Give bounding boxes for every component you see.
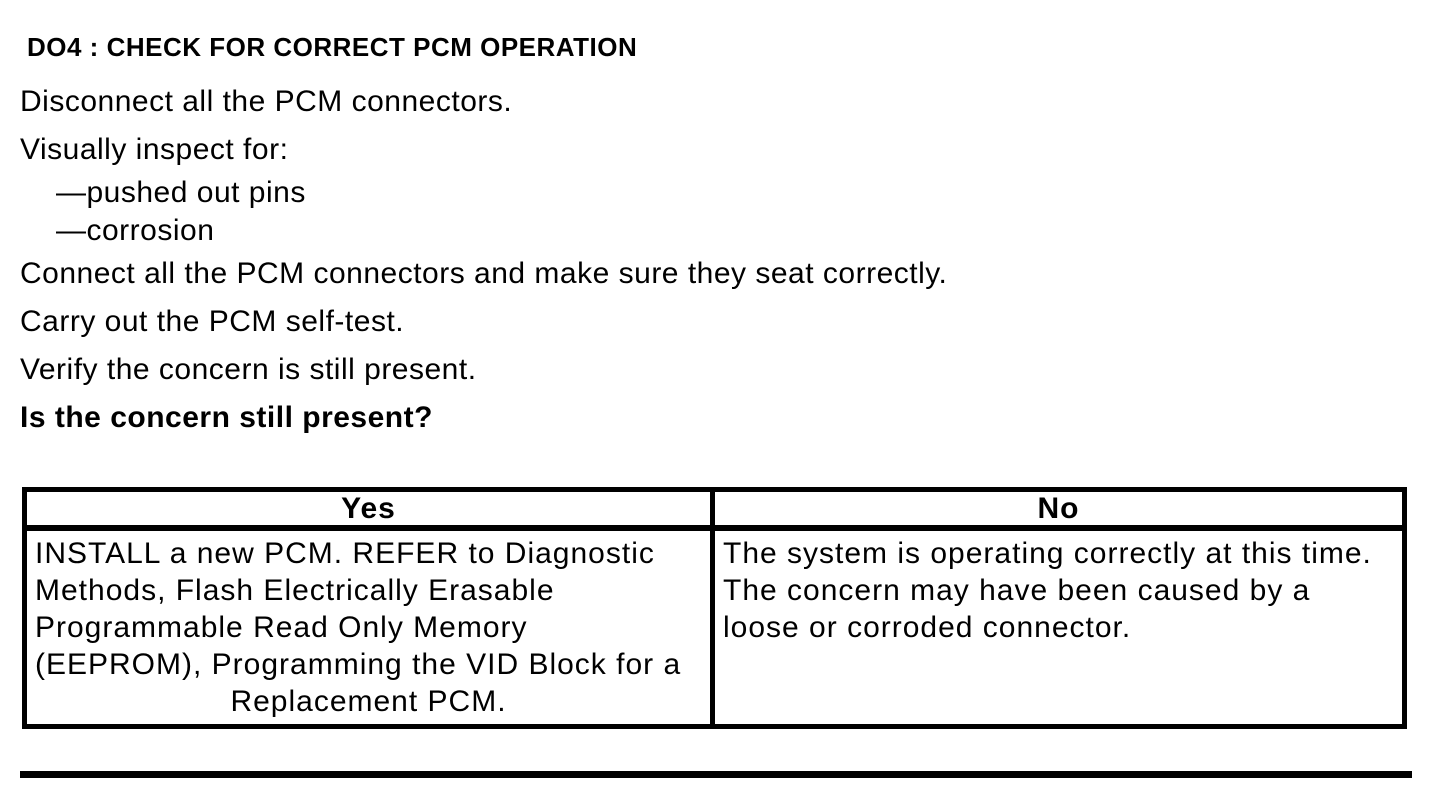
section-divider-rule <box>20 771 1412 778</box>
instruction-line: Carry out the PCM self-test. <box>20 305 405 338</box>
table-action-row: INSTALL a new PCM. REFER to Diagnostic M… <box>22 525 1407 729</box>
inspection-item: —pushed out pins <box>56 176 306 209</box>
yes-action-text: (EEPROM), Programming the VID Block for … <box>35 648 682 681</box>
yes-action-text: Replacement PCM. <box>230 685 507 718</box>
instruction-line: Connect all the PCM connectors and make … <box>20 257 948 290</box>
yes-action-text: Programmable Read Only Memory <box>35 611 528 644</box>
document-page: DO4 : CHECK FOR CORRECT PCM OPERATION Di… <box>20 32 1412 778</box>
no-action-text: The concern may have been caused by a <box>723 574 1311 607</box>
yes-no-decision-table: Yes No INSTALL a new PCM. REFER to Diagn… <box>22 487 1407 729</box>
instruction-line: Verify the concern is still present. <box>20 353 477 386</box>
yes-action-text: INSTALL a new PCM. REFER to Diagnostic <box>35 537 655 570</box>
no-action-text: The system is operating correctly at thi… <box>723 537 1372 570</box>
no-action-text: loose or corroded connector. <box>723 611 1132 644</box>
no-column-header: No <box>710 487 1407 531</box>
instruction-line: Disconnect all the PCM connectors. <box>20 85 513 118</box>
yes-action-text: Methods, Flash Electrically Erasable <box>35 574 555 607</box>
pinpoint-test-step-heading: DO4 : CHECK FOR CORRECT PCM OPERATION <box>27 32 638 62</box>
instruction-line: Visually inspect for: <box>20 133 289 166</box>
inspection-item: —corrosion <box>56 214 215 247</box>
yes-action-cell: INSTALL a new PCM. REFER to Diagnostic M… <box>22 525 715 729</box>
table-header-row: Yes No <box>22 487 1407 531</box>
decision-question: Is the concern still present? <box>20 401 433 434</box>
no-action-cell: The system is operating correctly at thi… <box>710 525 1407 729</box>
yes-column-header: Yes <box>22 487 715 531</box>
